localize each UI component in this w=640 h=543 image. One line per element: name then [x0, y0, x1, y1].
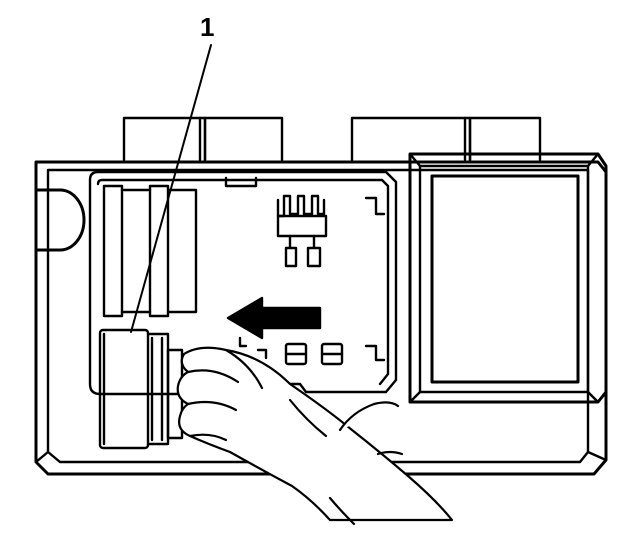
- display-window: [410, 154, 606, 402]
- mounting-tab: [36, 190, 84, 250]
- connector: [100, 330, 190, 448]
- component-tray: [90, 172, 396, 394]
- callout-leader-line: [131, 45, 211, 332]
- callout-label-1: 1: [200, 12, 215, 42]
- hand-illustration: [178, 348, 452, 524]
- retainer-clip: [278, 196, 326, 266]
- top-tabs: [124, 118, 540, 160]
- arrow-left-icon: [228, 298, 320, 338]
- relay-rail: [104, 186, 196, 316]
- small-sockets: [240, 338, 342, 364]
